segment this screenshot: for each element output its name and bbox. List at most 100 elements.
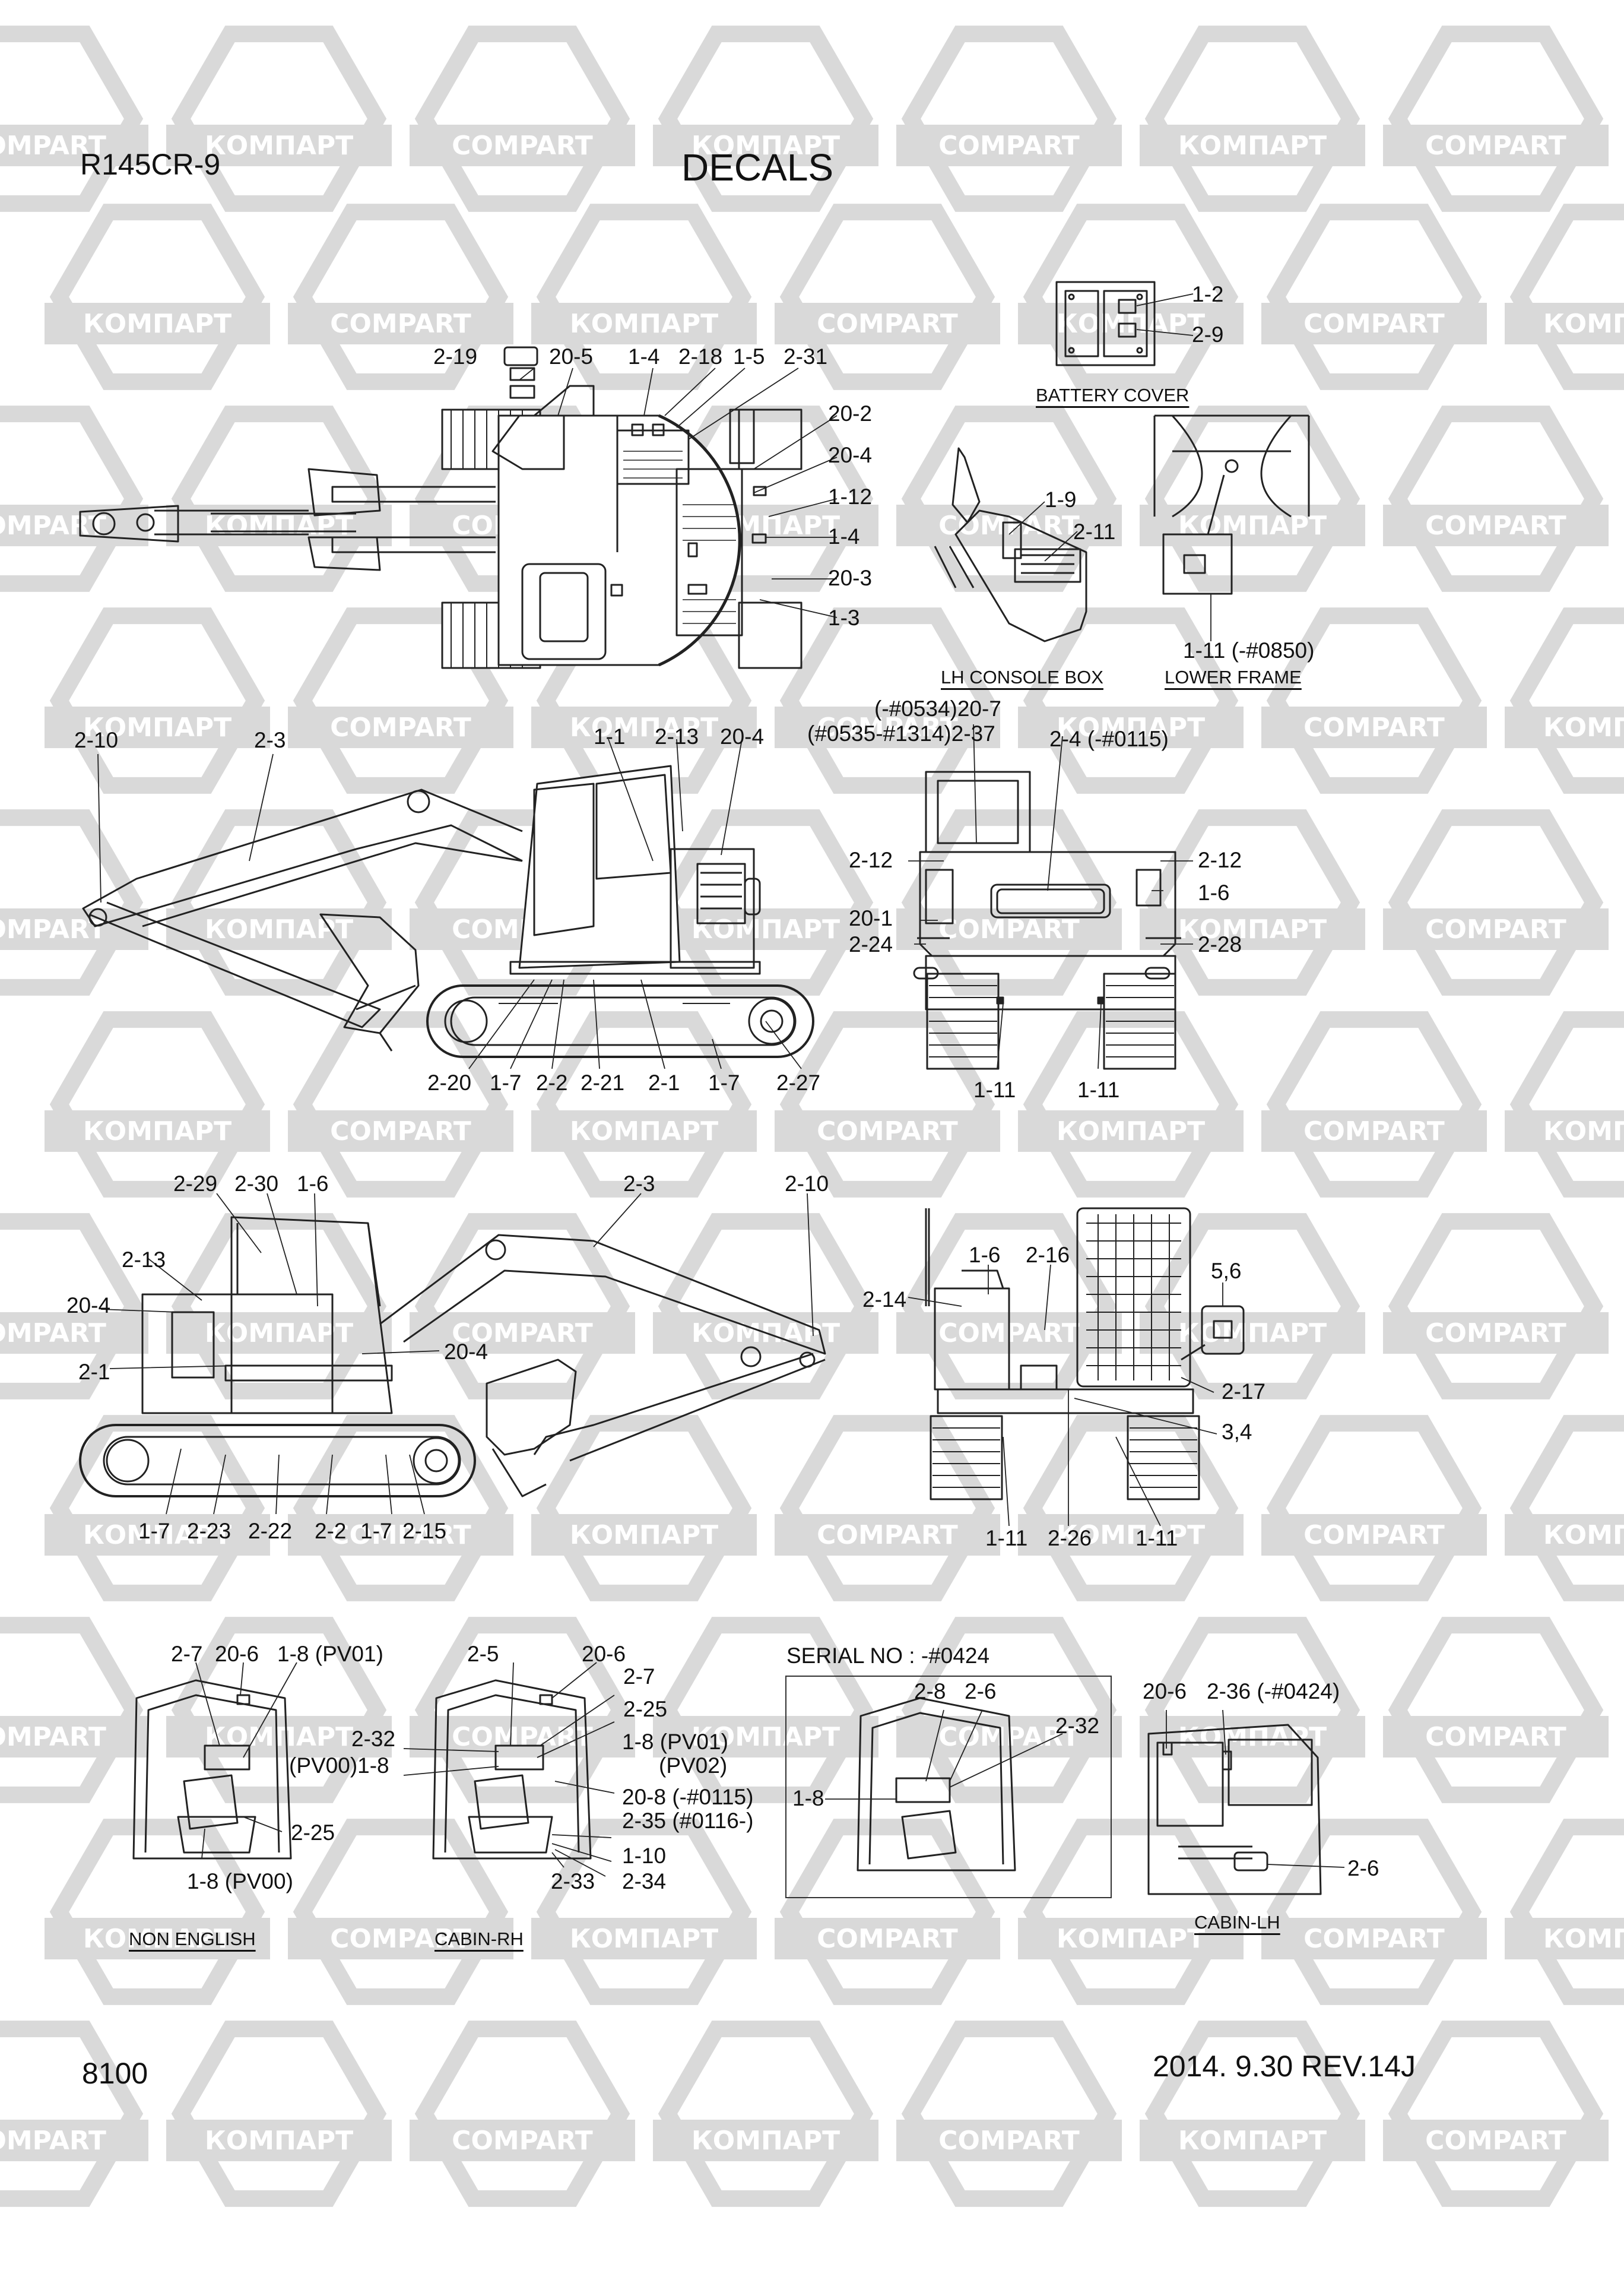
- watermark-text: COMPART: [1303, 309, 1445, 339]
- watermark-text: COMPART: [452, 131, 593, 161]
- watermark-bar: [1505, 1514, 1624, 1556]
- watermark-hexagon: [0, 809, 144, 996]
- watermark-text: КОМПАРТ: [570, 309, 718, 339]
- watermark-bar: [45, 707, 270, 748]
- callout-label: 20-6: [582, 1642, 626, 1666]
- watermark-bar: [1261, 707, 1487, 748]
- watermark-hexagon: [171, 1617, 387, 1803]
- watermark-text: КОМПАРТ: [570, 712, 718, 743]
- watermark-hexagon: [658, 26, 874, 212]
- watermark-text: КОМПАРТ: [83, 309, 231, 339]
- watermark-hexagon: [779, 1819, 995, 2005]
- watermark-hexagon: [779, 1011, 995, 1198]
- watermark-hexagon: [536, 1819, 752, 2005]
- watermark-hexagon: [1509, 204, 1624, 390]
- watermark-hexagon: [658, 1617, 874, 1803]
- watermark-hexagon: [901, 1213, 1117, 1399]
- non-english-caption: NON ENGLISH: [129, 1928, 256, 1949]
- right-side-drawing: [79, 1216, 826, 1497]
- callout-label: 2-10: [74, 728, 119, 752]
- watermark-hexagon: [293, 1415, 509, 1601]
- watermark-bar: [45, 1918, 270, 1959]
- watermark-hexagon: [293, 204, 509, 390]
- callout-label: 1-11: [985, 1526, 1028, 1550]
- callout-label: 2-12: [1198, 848, 1242, 872]
- callout-label: 20-4: [828, 443, 873, 467]
- cabin-lh-drawing: [1147, 1724, 1322, 1895]
- watermark-bar: [45, 303, 270, 344]
- watermark-hexagon: [779, 204, 995, 390]
- callout-label: 2-30: [234, 1171, 279, 1196]
- watermark-text: КОМПАРТ: [1178, 131, 1327, 161]
- callout-label: 1-8 (PV00): [187, 1869, 293, 1893]
- callout-label: 1-12: [828, 484, 873, 509]
- watermark-hexagon: [171, 26, 387, 212]
- callout-label: 5,6: [1211, 1259, 1242, 1283]
- battery-cover-caption: BATTERY COVER: [1036, 385, 1190, 406]
- callout-label: 2-23: [187, 1519, 231, 1543]
- watermark-bar: [896, 505, 1122, 546]
- callout-label: 1-11: [1077, 1078, 1120, 1102]
- watermark-bar: [1140, 125, 1365, 166]
- watermark-text: КОМПАРТ: [692, 1722, 840, 1752]
- watermark-bar: [1140, 1312, 1365, 1354]
- page-number: 8100: [82, 2057, 148, 2090]
- callout-label: 1-10: [622, 1844, 667, 1868]
- watermark-bar: [896, 125, 1122, 166]
- watermark-bar: [0, 1312, 148, 1354]
- watermark-hexagon: [1144, 1213, 1360, 1399]
- watermark-bar: [531, 1918, 757, 1959]
- watermark-hexagon: [536, 1011, 752, 1198]
- lower-frame-drawing: [1153, 414, 1310, 595]
- watermark-bar: [531, 303, 757, 344]
- callout-label: 1-1: [594, 724, 626, 749]
- callout-label: 1-11 (-#0850): [1183, 638, 1315, 663]
- watermark-hexagon: [171, 406, 387, 592]
- callout-label: 1-4: [628, 344, 660, 369]
- callout-label: 1-6: [969, 1243, 1001, 1267]
- watermark-text: КОМПАРТ: [83, 1116, 231, 1147]
- callout-label: 2-8: [914, 1679, 946, 1703]
- watermark-hexagon: [0, 2021, 144, 2207]
- watermark-text: КОМПАРТ: [1178, 511, 1327, 541]
- watermark-text: КОМПАРТ: [83, 1520, 231, 1550]
- callout-label: 1-2: [1192, 282, 1224, 306]
- callout-label: 1-7: [360, 1519, 392, 1543]
- watermark-bar: [896, 908, 1122, 950]
- callout-label: (PV00)1-8: [289, 1753, 389, 1778]
- watermark-bar: [653, 1716, 878, 1758]
- watermark-hexagon: [1023, 1415, 1239, 1601]
- watermark-hexagon: [901, 809, 1117, 996]
- watermark-hexagon: [0, 1213, 144, 1399]
- watermark-bar: [166, 1312, 392, 1354]
- watermark-bar: [653, 908, 878, 950]
- watermark-bar: [0, 1716, 148, 1758]
- callout-label: 2-17: [1222, 1379, 1266, 1404]
- watermark-bar: [896, 2120, 1122, 2161]
- callout-label: 2-20: [427, 1071, 472, 1095]
- callout-label: 2-18: [678, 344, 723, 369]
- watermark-hexagon: [414, 26, 630, 212]
- watermark-text: COMPART: [0, 131, 106, 161]
- callout-label: 1-6: [297, 1171, 329, 1196]
- watermark-text: COMPART: [330, 712, 471, 743]
- watermark-hexagon: [536, 1415, 752, 1601]
- callout-label: 2-6: [965, 1679, 997, 1703]
- callout-label: 2-2: [536, 1071, 568, 1095]
- watermark-bar: [288, 1110, 513, 1152]
- watermark-hexagon: [901, 2021, 1117, 2207]
- watermark-text: КОМПАРТ: [1543, 1924, 1624, 1954]
- callout-label: 2-36 (-#0424): [1207, 1679, 1340, 1703]
- callout-label: 1-11: [973, 1078, 1016, 1102]
- watermark-text: COMPART: [1425, 131, 1566, 161]
- callout-label: 2-1: [78, 1360, 110, 1384]
- watermark-text: COMPART: [0, 914, 106, 945]
- watermark-bar: [410, 2120, 635, 2161]
- callout-label: 20-3: [828, 566, 873, 590]
- callout-label: 2-27: [776, 1071, 821, 1095]
- callout-label: (-#0534)20-7: [874, 696, 1001, 721]
- watermark-bar: [1018, 1514, 1244, 1556]
- watermark-text: COMPART: [1303, 1924, 1445, 1954]
- battery-cover-drawing: [1055, 281, 1156, 366]
